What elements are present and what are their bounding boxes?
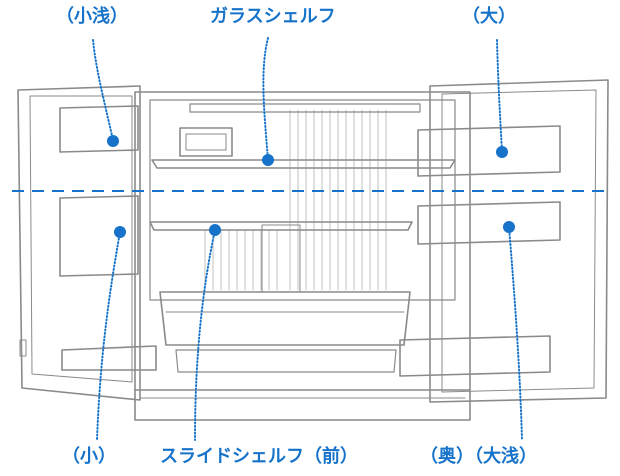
- leader-lines: [93, 38, 522, 440]
- leader-glass-shelf: [263, 38, 268, 160]
- leader-large-shallow: [509, 227, 522, 440]
- dot-small-shallow: [107, 135, 119, 147]
- dot-large: [496, 146, 508, 158]
- dot-small: [114, 226, 126, 238]
- glass-shelf: [152, 160, 455, 168]
- slide-shelf-front: [150, 222, 412, 230]
- upper-shelf-box: [180, 128, 232, 156]
- label-large: （大）: [462, 8, 516, 26]
- left-door-bottom-pocket: [62, 346, 156, 370]
- left-door: [18, 86, 140, 400]
- left-door-pocket-small-shallow: [60, 106, 138, 152]
- lower-tray: [176, 350, 396, 372]
- leader-small: [97, 232, 120, 440]
- cabinet-outline: [135, 92, 470, 420]
- right-door-pocket-large-shallow: [418, 202, 560, 244]
- label-slide-shelf-front: スライドシェルフ（前）: [160, 448, 358, 466]
- label-small: （小）: [62, 448, 116, 466]
- dot-large-shallow: [503, 221, 515, 233]
- left-door-pocket-small: [60, 196, 138, 276]
- dot-slide-shelf: [209, 224, 221, 236]
- dot-glass-shelf: [262, 154, 274, 166]
- interior-back-wall: [150, 100, 455, 300]
- leader-small-shallow: [93, 40, 113, 140]
- label-back-large-shallow: （奥）（大浅）: [420, 448, 537, 466]
- label-glass-shelf: ガラスシェルフ: [210, 8, 336, 26]
- leader-large: [497, 40, 502, 152]
- label-small-shallow: （小浅）: [56, 8, 128, 26]
- top-light: [190, 104, 420, 112]
- right-door-bottom-pocket: [400, 336, 550, 376]
